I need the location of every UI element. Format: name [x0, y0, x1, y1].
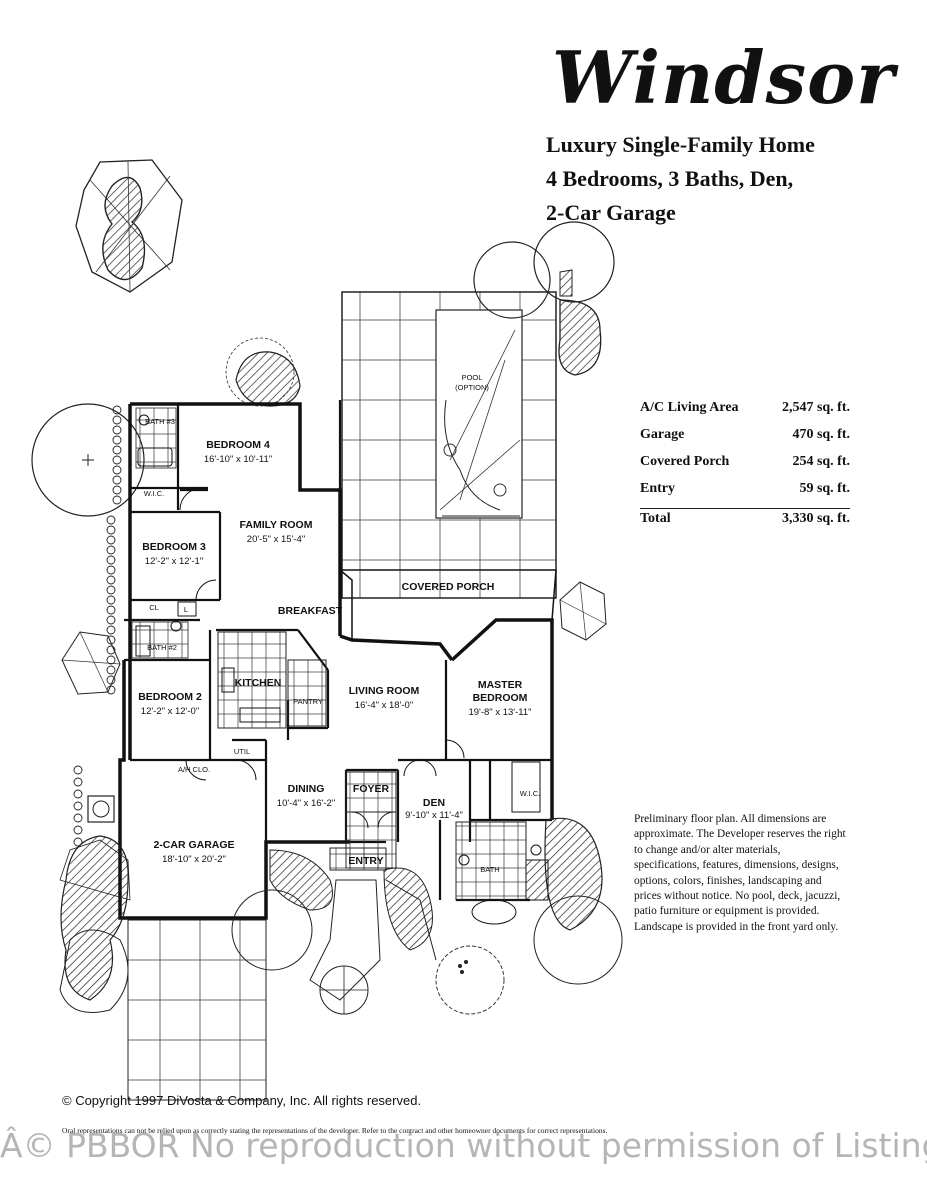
- label-wic-2: W.I.C.: [520, 789, 540, 798]
- room-labels: BATH #3 BEDROOM 4 16'-10" x 10'-11" W.I.…: [138, 373, 540, 874]
- label-bedroom3: BEDROOM 3: [142, 541, 206, 553]
- label-living-room: LIVING ROOM: [349, 685, 420, 697]
- label-covered-porch: COVERED PORCH: [402, 581, 495, 593]
- subtitle-line-3: 2-Car Garage: [546, 200, 676, 225]
- driveway: [127, 919, 267, 1101]
- dim-master: 19'-8" x 13'-11": [468, 707, 531, 718]
- dim-dining: 10'-4" x 16'-2": [277, 798, 335, 809]
- plan-subtitle: Luxury Single-Family Home 4 Bedrooms, 3 …: [546, 128, 815, 230]
- subtitle-line-2: 4 Bedrooms, 3 Baths, Den,: [546, 166, 794, 191]
- area-value: 2,547 sq. ft.: [781, 400, 850, 415]
- plan-title: Windsor: [552, 35, 896, 120]
- front-landscape: [59, 581, 623, 1015]
- area-value: 59 sq. ft.: [799, 481, 850, 496]
- doors: [179, 487, 465, 829]
- tree-pool-right: [473, 221, 615, 376]
- label-ah-closet: A/H CLO.: [178, 765, 210, 774]
- copyright-text: © Copyright 1997 DiVosta & Company, Inc.…: [62, 1093, 422, 1108]
- label-pantry: PANTRY: [293, 697, 323, 706]
- tree-top-left: [75, 159, 183, 293]
- covered-porch-edge: [339, 569, 557, 640]
- dim-living-room: 16'-4" x 18'-0": [355, 700, 413, 711]
- area-total-label: Total: [640, 511, 671, 526]
- hedge-left: [73, 405, 122, 847]
- label-foyer: FOYER: [353, 783, 390, 795]
- label-bedroom2: BEDROOM 2: [138, 691, 202, 703]
- area-value: 254 sq. ft.: [792, 454, 850, 469]
- watermark-text: Â© PBBOR No reproduction without permiss…: [0, 1126, 927, 1165]
- label-linen: L: [184, 605, 188, 614]
- disclaimer-text: Preliminary floor plan. All dimensions a…: [634, 813, 846, 933]
- area-label: Covered Porch: [640, 454, 730, 469]
- area-label: A/C Living Area: [640, 400, 739, 415]
- tree-left: [31, 403, 145, 517]
- area-row-porch: Covered Porch 254 sq. ft.: [640, 454, 850, 481]
- label-bath-master: BATH: [480, 865, 499, 874]
- fixtures: [135, 414, 549, 925]
- label-kitchen: KITCHEN: [235, 677, 282, 689]
- dim-den: 9'-10" x 11'-4": [405, 810, 463, 821]
- label-pool: POOL: [462, 373, 483, 382]
- shrub-left: [61, 631, 121, 823]
- area-total-value: 3,330 sq. ft.: [781, 511, 850, 526]
- area-value: 470 sq. ft.: [792, 427, 850, 442]
- label-util: UTIL: [234, 747, 250, 756]
- tree-top-center: [225, 337, 301, 407]
- label-family-room: FAMILY ROOM: [240, 519, 313, 531]
- area-label: Garage: [640, 427, 685, 442]
- dim-bedroom4: 16'-10" x 10'-11": [204, 454, 272, 465]
- area-row-garage: Garage 470 sq. ft.: [640, 427, 850, 454]
- dim-bedroom3: 12'-2" x 12'-1": [145, 556, 203, 567]
- label-bath3: BATH #3: [145, 417, 175, 426]
- subtitle-line-1: Luxury Single-Family Home: [546, 132, 815, 157]
- label-closet: CL: [149, 603, 159, 612]
- label-master-2: BEDROOM: [473, 692, 528, 704]
- label-breakfast: BREAKFAST: [278, 605, 343, 617]
- label-wic-1: W.I.C.: [144, 489, 164, 498]
- label-entry: ENTRY: [348, 855, 383, 867]
- pool-deck: [341, 291, 557, 599]
- dim-bedroom2: 12'-2" x 12'-0": [141, 706, 199, 717]
- oral-representation-note: Oral representations can not be relied u…: [62, 1126, 608, 1135]
- dim-family-room: 20'-5" x 15'-4": [247, 534, 305, 545]
- label-master-1: MASTER: [478, 679, 523, 691]
- area-table: A/C Living Area 2,547 sq. ft. Garage 470…: [640, 400, 850, 538]
- area-label: Entry: [640, 481, 675, 496]
- area-row-living: A/C Living Area 2,547 sq. ft.: [640, 400, 850, 427]
- label-pool-option: (OPTION): [455, 383, 489, 392]
- area-row-total: Total 3,330 sq. ft.: [640, 508, 850, 538]
- label-bath2: BATH #2: [147, 643, 177, 652]
- label-dining: DINING: [288, 783, 325, 795]
- label-garage: 2-CAR GARAGE: [153, 839, 234, 851]
- tile-areas: [131, 407, 527, 901]
- label-den: DEN: [423, 797, 445, 809]
- area-row-entry: Entry 59 sq. ft.: [640, 481, 850, 508]
- dim-garage: 18'-10" x 20'-2": [162, 854, 226, 865]
- label-bedroom4: BEDROOM 4: [206, 439, 270, 451]
